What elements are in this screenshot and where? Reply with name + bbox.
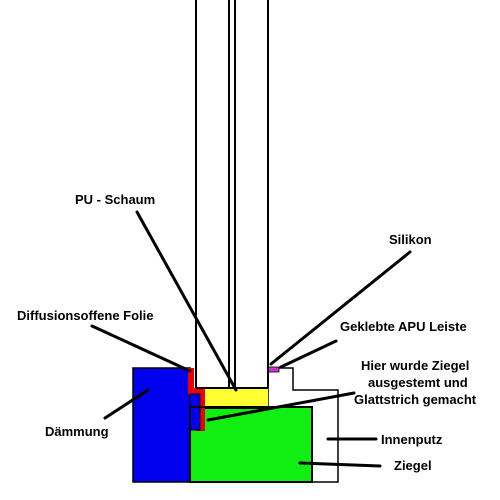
daemmung-recess-block [189,393,201,431]
recess-outline [189,406,313,483]
ziegel-shape [190,407,312,482]
leader-ziegel [298,461,382,468]
window-frame [195,0,269,389]
leader-ziegel-note [206,391,356,422]
label-ziegel: Ziegel [394,458,432,473]
leader-silikon [269,250,412,366]
daemmung-shape [132,367,191,483]
silikon-shape [267,366,280,373]
leader-apu [279,339,338,369]
label-ziegel-note-2: ausgestemt und [368,375,468,390]
leader-daemmung [103,388,150,420]
label-pu-schaum: PU - Schaum [75,192,155,207]
leader-folie [90,324,192,373]
label-ziegel-note-3: Glattstrich gemacht [354,392,477,407]
label-innenputz: Innenputz [381,432,443,447]
leader-pu-schaum [135,210,238,392]
label-folie: Diffusionsoffene Folie [17,308,154,323]
label-ziegel-note-1: Hier wurde Ziegel [361,358,469,373]
label-apu: Geklebte APU Leiste [340,319,467,334]
folie-shape [188,368,205,431]
pu-schaum-shape [205,389,268,408]
label-silikon: Silikon [389,232,432,247]
label-daemmung: Dämmung [45,424,109,439]
